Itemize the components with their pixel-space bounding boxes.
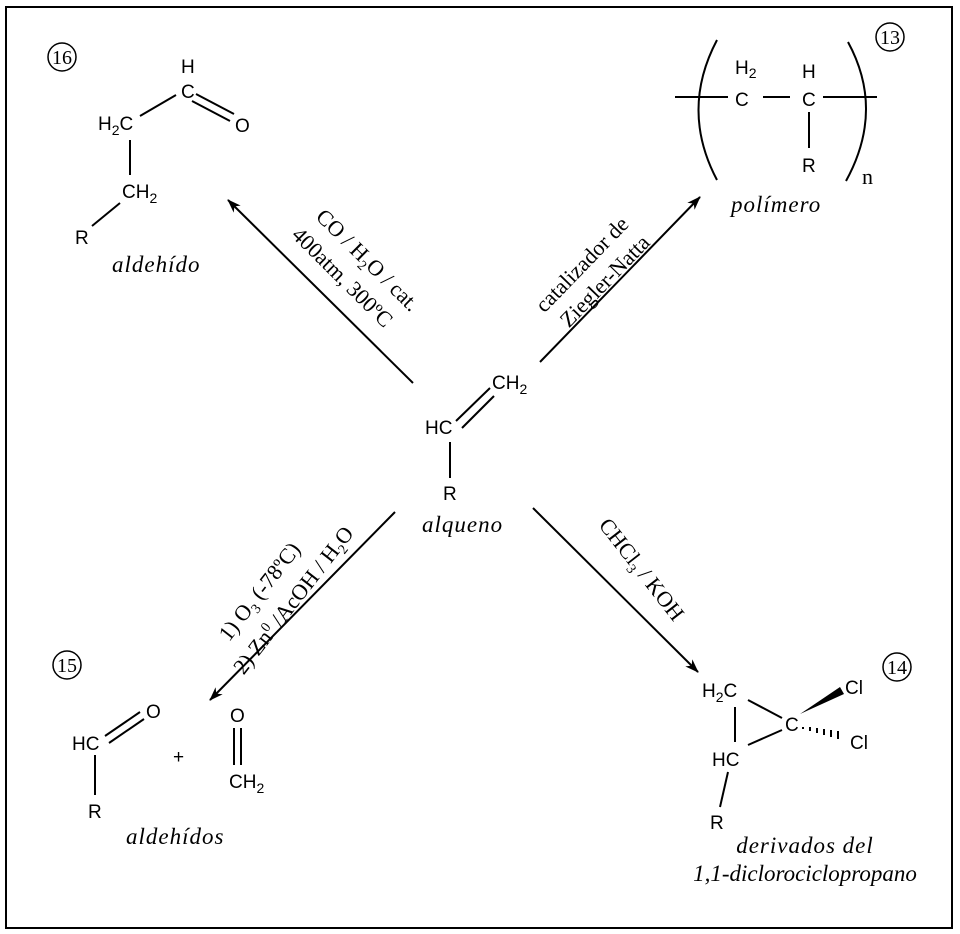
atom-hc: HC — [712, 750, 739, 771]
product-15-label: aldehídos — [126, 824, 224, 849]
atom-o2: O — [230, 706, 245, 727]
product-14-label-line2: 1,1-diclorociclopropano — [693, 861, 917, 886]
product-13-label: polímero — [729, 192, 821, 217]
product-number-13: 13 — [880, 27, 900, 49]
alkene-ch2: CH2 — [492, 373, 527, 397]
left-parenthesis — [697, 39, 718, 181]
product-15-aldehydes: 15 HC O R + O CH2 aldehídos — [52, 650, 264, 849]
atom-r: R — [75, 228, 89, 249]
atom-o: O — [235, 116, 250, 137]
atom-ch2: CH2 — [122, 182, 157, 206]
plus-sign: + — [173, 747, 184, 768]
arrow-to-14 — [532, 507, 699, 673]
atom-c1: C — [735, 90, 749, 111]
atom-h2c: H2C — [98, 114, 133, 138]
repeat-n: n — [862, 164, 873, 189]
product-14-dichlorocyclopropane: 14 H2C C Cl Cl HC R derivados del 1,1-di… — [693, 652, 917, 886]
alkene-structure: HC CH2 R alqueno — [422, 373, 527, 537]
product-13-polymer: 13 H2 C H C R n polímero — [675, 22, 905, 217]
product-number-15: 15 — [57, 655, 77, 677]
atom-h: H — [181, 57, 195, 78]
reagent-label-14: CHCl3 / KOH — [591, 513, 690, 628]
reagent-label-13: catalizador de Ziegler-Natta — [530, 211, 655, 331]
right-parenthesis — [845, 41, 867, 182]
atom-cl1: Cl — [845, 678, 863, 699]
reagent-label-15: 1) O3 (-78ºC) 2) Zn0 /AcOH / H2O — [213, 521, 358, 678]
atom-h2: H2 — [735, 58, 757, 81]
atom-cl2: Cl — [850, 733, 868, 754]
reagent-label-16: CO / H2O / cat. 400atm, 300ºC — [287, 204, 425, 332]
frame — [5, 6, 953, 929]
hash-bond — [802, 727, 839, 739]
product-number-14: 14 — [887, 657, 907, 679]
atom-r: R — [88, 802, 102, 823]
wedge-bond — [800, 687, 844, 714]
arrow-to-15 — [209, 511, 396, 701]
atom-hc: HC — [72, 734, 99, 755]
product-16-label: aldehído — [112, 252, 201, 277]
atom-r: R — [802, 156, 816, 177]
alkene-hc: HC — [425, 418, 452, 439]
atom-h2c: H2C — [702, 681, 737, 705]
svg-text:CHCl3 / KOH: CHCl3 / KOH — [591, 513, 690, 628]
product-number-16: 16 — [52, 47, 72, 69]
alkene-r: R — [443, 484, 457, 505]
product-14-label-line1: derivados del — [736, 833, 874, 858]
atom-ch2: CH2 — [229, 772, 264, 796]
atom-r: R — [710, 813, 724, 834]
alkene-label: alqueno — [422, 512, 503, 537]
atom-c: C — [181, 82, 195, 103]
product-16-aldehyde: 16 H C O H2C CH2 R aldehído — [47, 42, 250, 277]
arrow-to-13 — [539, 196, 701, 363]
atom-c2: C — [802, 90, 816, 111]
arrow-to-16 — [227, 199, 414, 384]
atom-h: H — [802, 62, 816, 83]
atom-c: C — [785, 715, 799, 736]
atom-o: O — [146, 702, 161, 723]
